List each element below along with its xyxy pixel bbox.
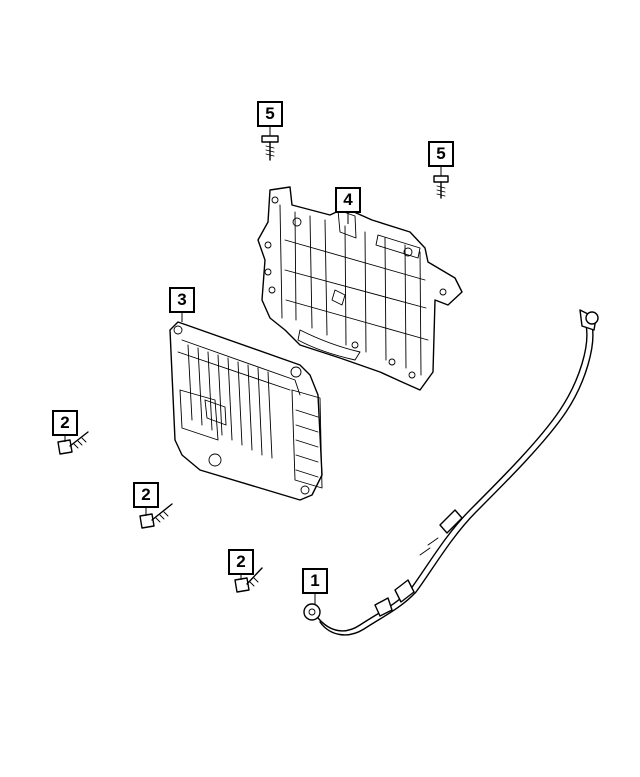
callout-part-3: 3 xyxy=(169,287,195,313)
callout-part-2: 2 xyxy=(52,410,78,436)
callout-part-4: 4 xyxy=(335,187,361,213)
bolt-icon xyxy=(139,503,173,529)
screw-icon xyxy=(261,135,279,161)
bolt-icon xyxy=(234,567,263,593)
callout-part-2: 2 xyxy=(228,549,254,575)
control-module-icon xyxy=(169,321,323,501)
callout-part-5: 5 xyxy=(257,101,283,127)
screw-icon xyxy=(433,175,449,199)
callout-part-5: 5 xyxy=(428,141,454,167)
ground-cable-icon xyxy=(303,309,599,636)
mounting-bracket-icon xyxy=(257,186,463,391)
callout-part-1: 1 xyxy=(302,568,328,594)
bolt-icon xyxy=(57,431,89,455)
callout-part-2: 2 xyxy=(133,482,159,508)
